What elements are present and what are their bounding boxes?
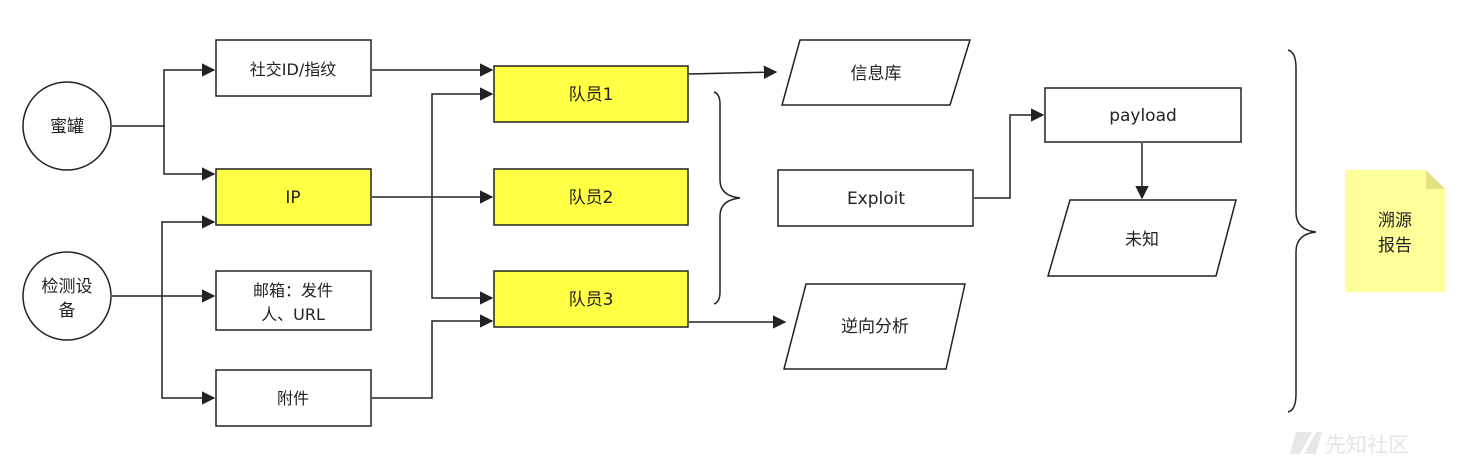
- report-note: 溯源 报告: [1345, 170, 1445, 292]
- member1-node: 队员1: [493, 65, 689, 123]
- detection-device-label-line1: 检测设: [42, 277, 93, 297]
- exploit-label: Exploit: [847, 189, 905, 209]
- edge-detect-attachment: [161, 296, 216, 405]
- watermark-logo-icon: [1290, 432, 1312, 454]
- email-label-line2: 人、URL: [261, 305, 325, 324]
- info-db-node: 信息库: [781, 39, 972, 106]
- email-label-line1: 邮箱：发件: [253, 281, 333, 300]
- report-label-line1: 溯源: [1378, 211, 1412, 231]
- edge-member1-infodb: [688, 65, 778, 80]
- payload-node: payload: [1044, 87, 1242, 143]
- edge-detect-ip: [112, 215, 216, 297]
- member2-node: 队员2: [493, 168, 689, 226]
- edge-exploit-payload: [974, 108, 1045, 199]
- members-brace: [713, 91, 741, 305]
- social-id-node: 社交ID/指纹: [215, 39, 372, 97]
- reverse-analysis-label: 逆向分析: [841, 317, 909, 337]
- honeypot-label: 蜜罐: [50, 117, 84, 137]
- watermark: 先知社区: [1290, 432, 1409, 457]
- exploit-node: Exploit: [777, 169, 974, 227]
- attachment-node: 附件: [215, 369, 372, 427]
- edge-honeypot-social: [112, 63, 216, 127]
- edge-ip-member3: [431, 197, 494, 305]
- detection-device-node: 检测设 备: [22, 251, 112, 341]
- member1-label: 队员1: [569, 85, 614, 105]
- attachment-label: 附件: [277, 389, 309, 408]
- unknown-node: 未知: [1047, 199, 1237, 277]
- report-label-line2: 报告: [1378, 236, 1412, 256]
- unknown-label: 未知: [1125, 230, 1159, 250]
- member2-label: 队员2: [569, 188, 614, 208]
- ip-node: IP: [215, 168, 372, 226]
- info-db-label: 信息库: [851, 64, 902, 84]
- edge-ip-member1: [431, 87, 494, 197]
- social-id-label: 社交ID/指纹: [250, 60, 336, 79]
- edges: [112, 63, 1149, 405]
- member3-label: 队员3: [569, 290, 614, 310]
- honeypot-node: 蜜罐: [22, 81, 112, 171]
- edge-attachment-member3: [372, 314, 494, 399]
- email-node: 邮箱：发件 人、URL: [215, 270, 372, 331]
- member3-node: 队员3: [493, 270, 689, 328]
- detection-device-label-line2: 备: [59, 301, 76, 321]
- edge-honeypot-ip: [163, 126, 216, 181]
- watermark-text: 先知社区: [1325, 433, 1409, 457]
- ip-label: IP: [285, 188, 300, 208]
- report-brace: [1287, 49, 1317, 413]
- payload-label: payload: [1109, 106, 1177, 126]
- reverse-analysis-node: 逆向分析: [783, 283, 966, 370]
